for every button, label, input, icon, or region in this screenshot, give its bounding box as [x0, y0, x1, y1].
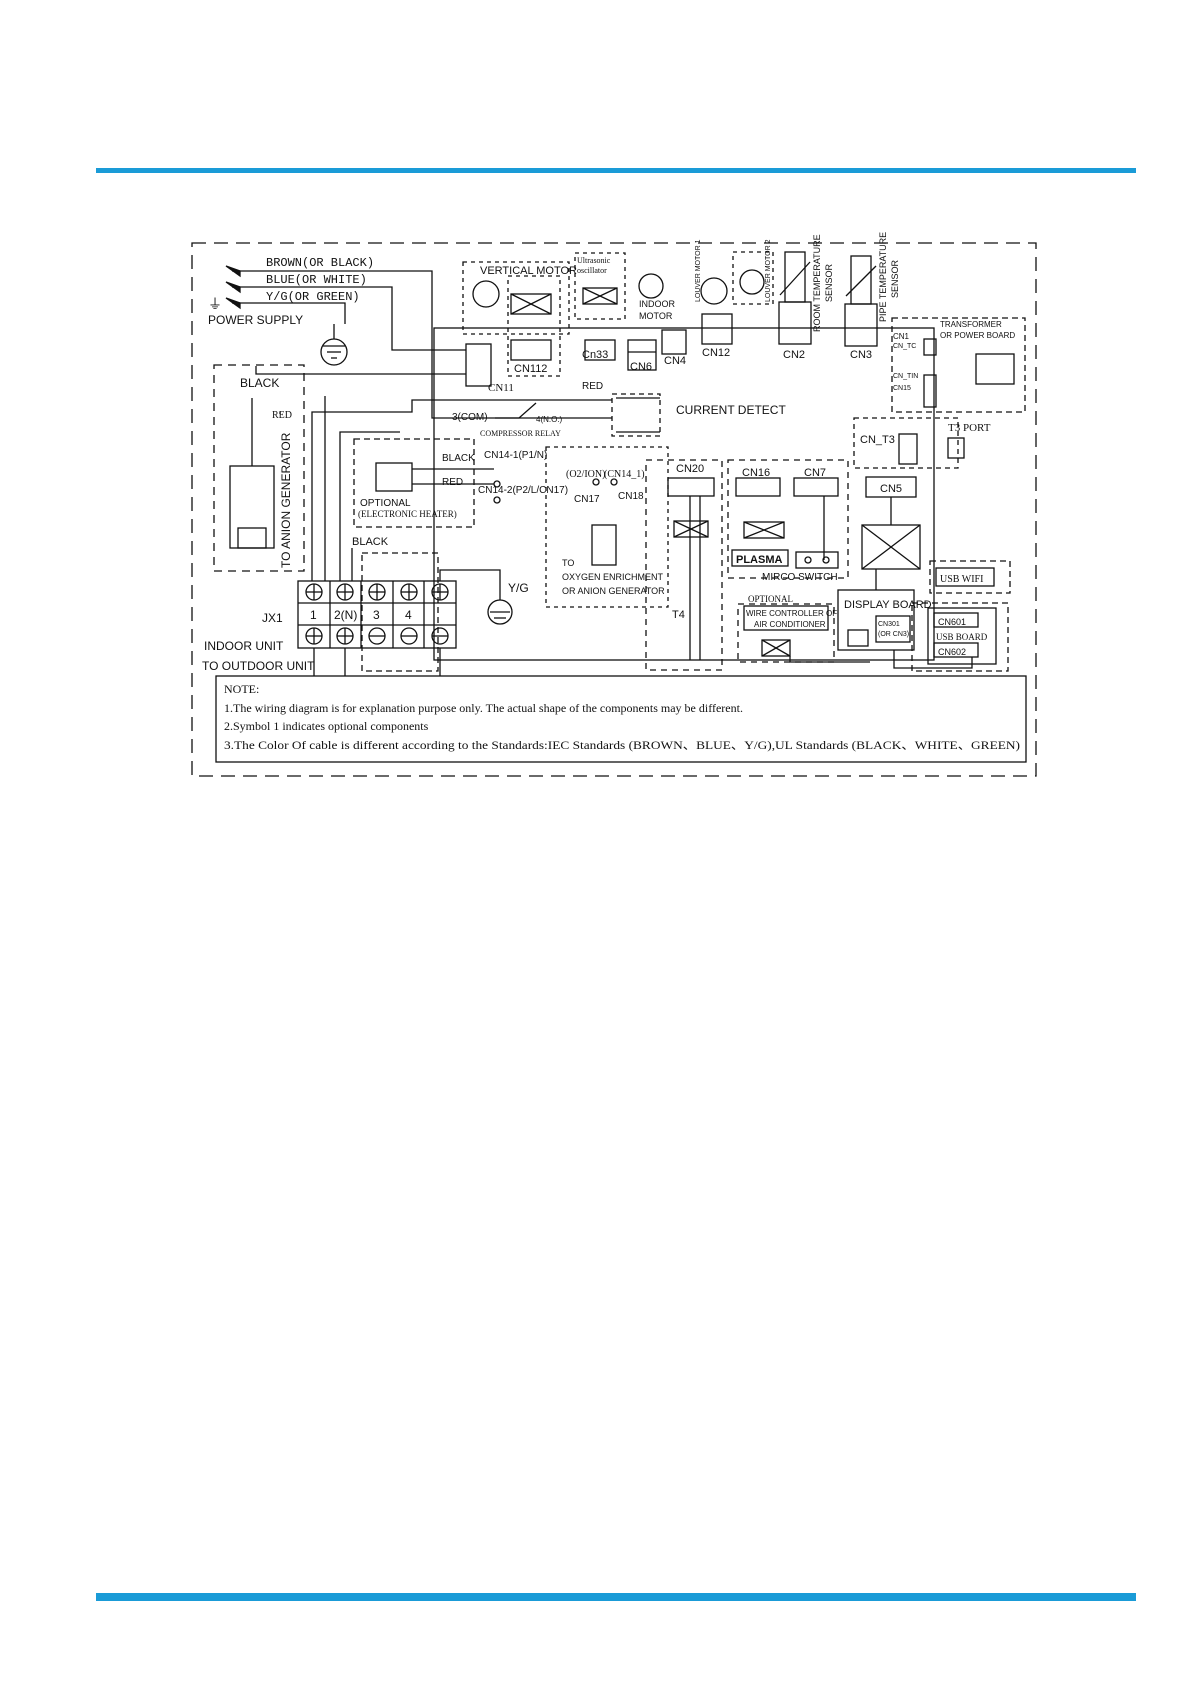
note-2: 2.Symbol 1 indicates optional components — [224, 719, 429, 733]
louver-motor-2-label: LOUVER MOTOR 2 — [765, 239, 772, 302]
cn18-label: CN18 — [618, 491, 644, 502]
cn17-label: CN17 — [574, 494, 600, 505]
cn14-2-label: CN14-2(P2/L/CN17) — [478, 485, 568, 496]
cn33-label: Cn33 — [582, 349, 608, 361]
optional-wire-label: OPTIONAL — [748, 594, 793, 604]
cn12-label: CN12 — [702, 347, 730, 359]
terminal-label-2: 2(N) — [334, 608, 357, 622]
no-label: 4(N.O.) — [536, 415, 563, 424]
cn602-label: CN602 — [938, 647, 966, 657]
cn14-1b-label: (CN14_1) — [604, 469, 645, 480]
wiring-diagram: BROWN(OR BLACK) BLUE(OR WHITE) Y/G(OR GR… — [191, 232, 1037, 777]
t4-label: T4 — [672, 609, 685, 621]
anion-generator-label: TO ANION GENERATOR — [279, 432, 293, 568]
red-label-left: RED — [272, 410, 292, 421]
cn15-label: CN15 — [893, 385, 911, 392]
optional-heater-label: OPTIONAL — [360, 498, 411, 509]
t3-port-label: T3 PORT — [948, 422, 991, 434]
power-brown-label: BROWN(OR BLACK) — [266, 256, 374, 270]
indoor-motor-label-2: MOTOR — [639, 311, 673, 321]
cn11-connector — [465, 343, 492, 387]
ultrasonic-label-2: oscillator — [577, 266, 607, 275]
oxygen-label-2: OXYGEN ENRICHMENT — [562, 572, 664, 582]
brown-wire — [232, 270, 612, 419]
cn-t3-label: CN_T3 — [860, 434, 895, 446]
room-temp-sensor-label-1: ROOM TEMPERATURE — [812, 234, 822, 332]
main-board — [433, 327, 935, 661]
current-detect-label: CURRENT DETECT — [676, 403, 786, 417]
terminal-block-jx1 — [297, 580, 457, 649]
oxygen-label-1: TO — [562, 558, 574, 568]
outdoor-unit-label: TO OUTDOOR UNIT — [202, 659, 315, 673]
terminal-label-4: 4 — [405, 608, 412, 622]
yg-short-label: Y/G — [508, 581, 529, 595]
electronic-heater-label: (ELECTRONIC HEATER) — [358, 509, 457, 519]
pipe-temp-sensor-label-1: PIPE TEMPERATURE — [878, 232, 888, 322]
note-title: NOTE: — [224, 682, 259, 696]
red-label-heater: RED — [442, 477, 463, 488]
blue-wire — [232, 286, 466, 351]
wire-controller-label-1: WIRE CONTROLLER OF — [746, 609, 837, 618]
red-label-top: RED — [582, 381, 603, 392]
display-board-label: DISPLAY BOARD — [844, 599, 932, 611]
indoor-unit-label: INDOOR UNIT — [204, 639, 284, 653]
indoor-motor-label-1: INDOOR — [639, 299, 676, 309]
vertical-motor-label: VERTICAL MOTOR — [480, 265, 577, 277]
cn-tc-label: CN_TC — [893, 343, 916, 350]
plasma-label: PLASMA — [736, 554, 783, 566]
jx1-label: JX1 — [262, 611, 283, 625]
usb-wifi-label: USB WIFI — [940, 574, 983, 585]
top-rule — [96, 168, 1136, 173]
micro-switch-label: MIRCO SWITCH — [762, 572, 838, 583]
cn-tin-label: CN_TIN — [893, 373, 918, 380]
louver-motor-1-label: LOUVER MOTOR 1 — [695, 239, 702, 302]
power-yg-label: Y/G(OR GREEN) — [266, 290, 360, 304]
transformer-label-1: TRANSFORMER — [940, 320, 1002, 329]
outer-frame — [191, 242, 1037, 777]
cn1-label: CN1 — [893, 332, 910, 341]
wire-controller-label-2: AIR CONDITIONER — [754, 620, 826, 629]
pipe-temp-sensor-label-2: SENSOR — [890, 259, 900, 298]
black-label-top: BLACK — [240, 376, 279, 390]
oxygen-label-3: OR ANION GENERATOR — [562, 586, 665, 596]
cn14-1-label: CN14-1(P1/N) — [484, 450, 547, 461]
com-label: 3(COM) — [452, 412, 488, 423]
ground-icon: ⏚ — [208, 296, 222, 312]
terminal-label-3: 3 — [373, 608, 380, 622]
cn4-label: CN4 — [664, 355, 686, 367]
black-label-bottom: BLACK — [352, 536, 389, 548]
cn11-label: CN11 — [488, 382, 514, 394]
cn7-label: CN7 — [804, 467, 826, 479]
o2-ion-label: (O2/ION) — [566, 469, 605, 480]
cn6-label: CN6 — [630, 361, 652, 373]
cn3-label: CN3 — [850, 349, 872, 361]
yg-wire — [232, 302, 346, 324]
power-blue-label: BLUE(OR WHITE) — [266, 273, 367, 287]
cn5-label: CN5 — [880, 483, 902, 495]
cn2-label: CN2 — [783, 349, 805, 361]
note-3: 3.The Color Of cable is different accord… — [224, 738, 1020, 752]
cn301-label-1: CN301 — [878, 621, 900, 628]
bottom-rule — [96, 1593, 1136, 1601]
terminal-label-1: 1 — [310, 608, 317, 622]
black-label-heater: BLACK — [442, 453, 475, 464]
notes-box — [215, 675, 1027, 763]
cn601-label: CN601 — [938, 617, 966, 627]
ultrasonic-label-1: Ultrasonic — [577, 256, 611, 265]
room-temp-sensor-label-2: SENSOR — [824, 263, 834, 302]
compressor-relay-label: COMPRESSOR RELAY — [480, 429, 561, 438]
cn20-label: CN20 — [676, 463, 704, 475]
usb-board-label: USB BOARD — [936, 632, 988, 642]
cn112-label: CN112 — [514, 363, 547, 375]
transformer-label-2: OR POWER BOARD — [940, 331, 1015, 340]
power-supply-label: POWER SUPPLY — [208, 313, 303, 327]
cn16-label: CN16 — [742, 467, 770, 479]
note-1: 1.The wiring diagram is for explanation … — [224, 701, 743, 715]
cn301-label-2: (OR CN3) — [878, 631, 909, 638]
